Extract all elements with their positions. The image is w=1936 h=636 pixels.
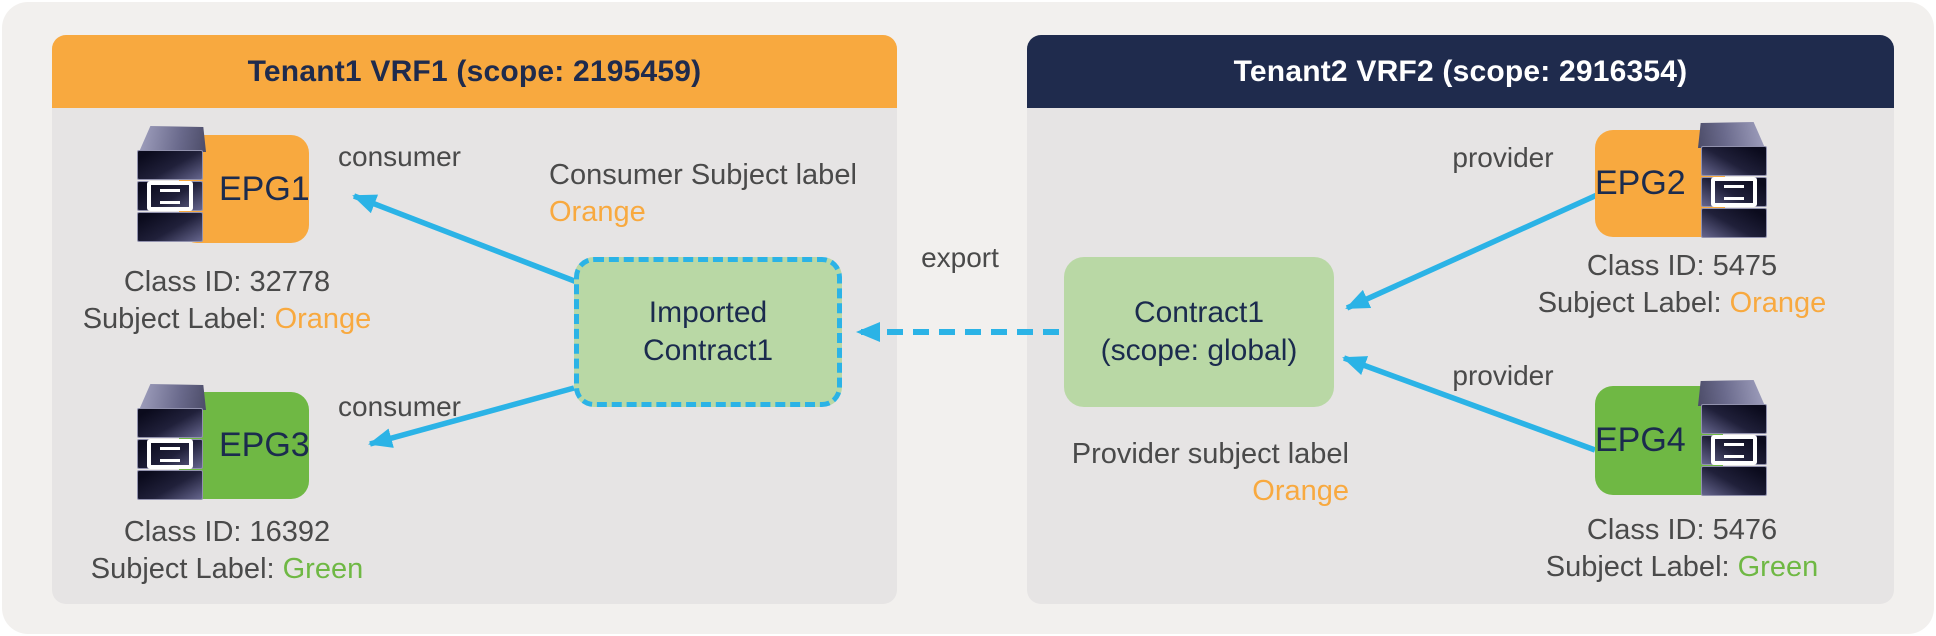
- epg2-subject-value: Orange: [1729, 287, 1827, 319]
- consumer-subject-note-line1: Consumer Subject label: [549, 159, 857, 191]
- epg1-consumer-label: consumer: [338, 141, 461, 172]
- server-icon: [1695, 380, 1767, 496]
- contract1-box: Contract1 (scope: global): [1064, 257, 1334, 407]
- arrow-imported-to-epg1: [352, 193, 578, 285]
- epg3-consumer-label: consumer: [338, 391, 461, 422]
- epg2-class-id: Class ID: 5475: [1586, 250, 1778, 282]
- epg3-label: EPG3: [219, 426, 310, 464]
- export-label: export: [921, 242, 999, 273]
- provider-subject-note-line1: Provider subject label: [1071, 438, 1349, 470]
- panel-tenant1-header: Tenant1 VRF1 (scope: 2195459): [52, 35, 897, 108]
- epg2-meta: Class ID: 5475 Subject Label: Orange: [1512, 248, 1852, 322]
- provider-subject-note: Provider subject label Orange: [1049, 436, 1349, 510]
- panel-tenant2-title: Tenant2 VRF2 (scope: 2916354): [1233, 54, 1688, 88]
- epg4-provider-label: provider: [1452, 360, 1554, 391]
- epg3-class-id: Class ID: 16392: [123, 516, 331, 548]
- epg1-subject-value: Orange: [274, 303, 372, 335]
- epg1-label: EPG1: [219, 169, 310, 208]
- server-icon: [1695, 122, 1767, 238]
- contract1-line1: Contract1: [1133, 296, 1265, 329]
- epg1-subject-label: Subject Label: Orange: [82, 303, 372, 335]
- epg1-meta: Class ID: 32778 Subject Label: Orange: [57, 264, 397, 338]
- epg3-subject-label: Subject Label: Green: [90, 553, 364, 585]
- epg4-subject-value: Green: [1737, 551, 1819, 583]
- epg4-label: EPG4: [1595, 421, 1686, 459]
- epg1-class-id: Class ID: 32778: [123, 266, 331, 298]
- consumer-subject-note: Consumer Subject label Orange: [549, 157, 857, 231]
- epg2-provider-label: provider: [1452, 142, 1554, 173]
- epg2-label: EPG2: [1595, 164, 1686, 202]
- server-icon: [137, 126, 209, 242]
- imported-contract-line2: Contract1: [642, 334, 774, 367]
- panel-tenant2-header: Tenant2 VRF2 (scope: 2916354): [1027, 35, 1894, 108]
- epg4-meta: Class ID: 5476 Subject Label: Green: [1512, 512, 1852, 586]
- provider-subject-note-line2: Orange: [1252, 475, 1349, 507]
- arrow-epg4-to-contract1: [1342, 355, 1596, 453]
- imported-contract-box: Imported Contract1: [574, 257, 842, 407]
- epg4-subject-label: Subject Label: Green: [1545, 551, 1819, 583]
- arrow-epg2-to-contract1: [1345, 192, 1599, 311]
- server-top-face: [139, 126, 206, 152]
- arrow-imported-to-epg3: [368, 385, 575, 448]
- consumer-subject-note-line2: Orange: [549, 196, 646, 228]
- epg3-meta: Class ID: 16392 Subject Label: Green: [57, 514, 397, 588]
- server-icon: [137, 384, 209, 500]
- contract1-line2: (scope: global): [1100, 334, 1298, 367]
- epg2-subject-label: Subject Label: Orange: [1537, 287, 1827, 319]
- epg4-class-id: Class ID: 5476: [1586, 514, 1778, 546]
- panel-tenant1-title: Tenant1 VRF1 (scope: 2195459): [247, 54, 702, 88]
- server-top-face: [1698, 380, 1765, 406]
- epg3-subject-value: Green: [282, 553, 364, 585]
- server-top-face: [1698, 122, 1765, 148]
- server-top-face: [139, 384, 206, 410]
- imported-contract-line1: Imported: [648, 296, 768, 329]
